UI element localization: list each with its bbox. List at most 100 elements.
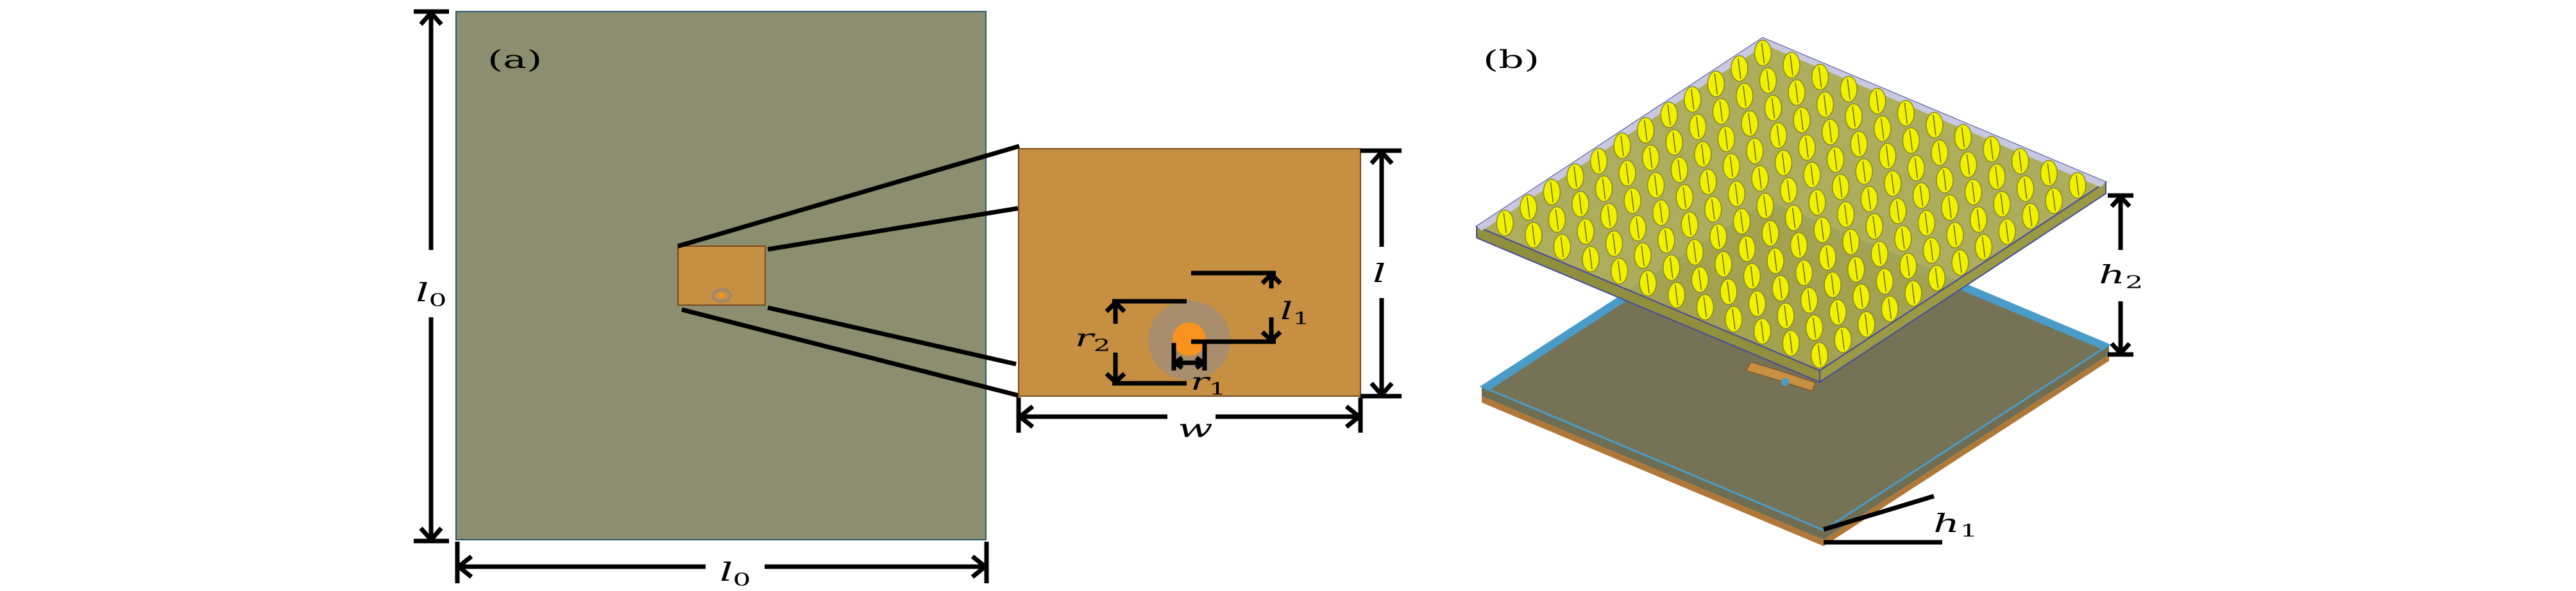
unit-cell-slot	[1636, 217, 1640, 239]
unit-cell-slot	[1833, 149, 1838, 170]
unit-cell-slot	[1664, 229, 1668, 251]
unit-cell-slot	[1836, 302, 1840, 323]
coax-feed	[1781, 378, 1789, 386]
unit-cell-slot	[1877, 244, 1882, 265]
unit-cell-slot	[1909, 130, 1913, 151]
unit-cell-slot	[1714, 73, 1718, 95]
unit-cell-slot	[1527, 197, 1530, 218]
unit-cell-slot	[1823, 94, 1827, 115]
unit-cell-slot	[1891, 173, 1895, 194]
unit-cell-slot	[1943, 169, 1947, 191]
unit-cell-slot	[1654, 174, 1658, 196]
unit-cell-slot	[1745, 238, 1749, 260]
unit-cell-slot	[1727, 281, 1731, 303]
unit-cell-slot	[1743, 85, 1747, 106]
unit-cell-slot	[1805, 137, 1809, 158]
unit-cell-slot	[1682, 187, 1686, 208]
unit-cell-slot	[1776, 125, 1781, 146]
unit-cell-slot	[1719, 101, 1724, 122]
outer-radius-label: r2	[1075, 324, 1110, 355]
unit-cell-slot	[1859, 287, 1863, 308]
inner-radius-dimension: r1	[1171, 343, 1226, 399]
unit-cell-slot	[1674, 285, 1679, 306]
unit-cell-slot	[1763, 196, 1767, 217]
unit-cell-slot	[1976, 209, 1981, 230]
unit-cell-slot	[1648, 147, 1653, 169]
coax-inner	[1173, 322, 1206, 356]
unit-cell-slot	[1810, 164, 1814, 186]
unit-cell-slot	[1760, 320, 1765, 342]
unit-cell-slot	[1755, 293, 1759, 314]
panel-b-tag: (b)	[1483, 46, 1539, 74]
unit-cell-slot	[2018, 151, 2022, 172]
feed-offset-label: l1	[1280, 297, 1310, 328]
unit-cell-slot	[1843, 204, 1848, 225]
panel-a: (a) l0 l0	[414, 9, 1402, 590]
unit-cell-slot	[1781, 153, 1786, 174]
unit-cell-slot	[1914, 158, 1919, 179]
unit-cell-slot	[1797, 235, 1801, 256]
unit-cell-slot	[1880, 118, 1885, 139]
unit-cell-slot	[1800, 110, 1804, 131]
unit-cell-slot	[1981, 237, 1986, 258]
unit-cell-slot	[1738, 58, 1741, 79]
unit-cell-slot	[1883, 271, 1887, 292]
unit-cell-slot	[1724, 128, 1729, 149]
unit-cell-slot	[1852, 106, 1856, 127]
unit-cell-slot	[1896, 201, 1900, 222]
unit-cell-slot	[1625, 163, 1629, 184]
unit-cell-slot	[1966, 154, 1970, 175]
unit-cell-slot	[1766, 70, 1770, 91]
ground-width-label: l0	[720, 557, 750, 590]
substrate-height-label: h1	[1933, 508, 1978, 541]
unit-cell-slot	[1901, 228, 1905, 249]
unit-cell-slot	[1768, 222, 1772, 244]
unit-cell-slot	[1589, 249, 1593, 270]
unit-cell-slot	[1857, 133, 1861, 154]
feed-offset-dimension: l1	[1191, 271, 1310, 344]
unit-cell-slot	[1748, 113, 1752, 134]
unit-cell-slot	[2023, 178, 2028, 199]
unit-cell-slot	[1971, 181, 1976, 203]
patch-length-dimension: l	[1360, 148, 1402, 399]
unit-cell-slot	[1698, 269, 1702, 290]
unit-cell-slot	[1786, 180, 1791, 201]
unit-cell-slot	[1807, 290, 1811, 311]
unit-cell-slot	[1831, 274, 1835, 296]
unit-cell-slot	[1620, 135, 1624, 156]
unit-cell-slot	[1812, 317, 1817, 338]
unit-cell-slot	[1774, 250, 1777, 271]
unit-cell-slot	[2005, 221, 2009, 242]
unit-cell-slot	[1911, 283, 1915, 304]
unit-cell-slot	[1641, 245, 1645, 266]
unit-cell-slot	[1711, 199, 1715, 220]
unit-cell-slot	[1929, 240, 1934, 261]
unit-cell-slot	[1885, 146, 1890, 167]
unit-cell-slot	[2028, 206, 2033, 227]
unit-cell-slot	[1693, 242, 1697, 263]
unit-cell-slot	[1584, 221, 1588, 242]
unit-cell-slot	[1938, 142, 1942, 163]
unit-cell-slot	[1560, 237, 1564, 258]
unit-cell-slot	[1990, 138, 1994, 160]
unit-cell-slot	[1958, 252, 1962, 273]
unit-cell-slot	[1597, 151, 1601, 172]
unit-cell-slot	[1617, 260, 1622, 281]
substrate-height-dimension: h1	[1822, 494, 1978, 545]
unit-cell-slot	[1643, 120, 1648, 141]
unit-cell-slot	[1732, 308, 1736, 329]
unit-cell-slot	[1802, 262, 1806, 283]
unit-cell-slot	[1875, 90, 1879, 112]
unit-cell-slot	[1646, 272, 1650, 294]
unit-cell-slot	[1862, 161, 1866, 182]
unit-cell-slot	[1555, 209, 1559, 230]
unit-cell-slot	[1948, 197, 1952, 218]
unit-cell-slot	[1919, 185, 1924, 206]
outer-radius-dimension: r2	[1075, 299, 1187, 386]
unit-cell-slot	[1573, 166, 1577, 187]
unit-cell-slot	[1690, 89, 1695, 110]
panel-a-tag: (a)	[487, 46, 542, 74]
unit-cell-slot	[1703, 297, 1707, 318]
patch-length-label: l	[1373, 258, 1385, 288]
unit-cell-slot	[1841, 329, 1845, 351]
